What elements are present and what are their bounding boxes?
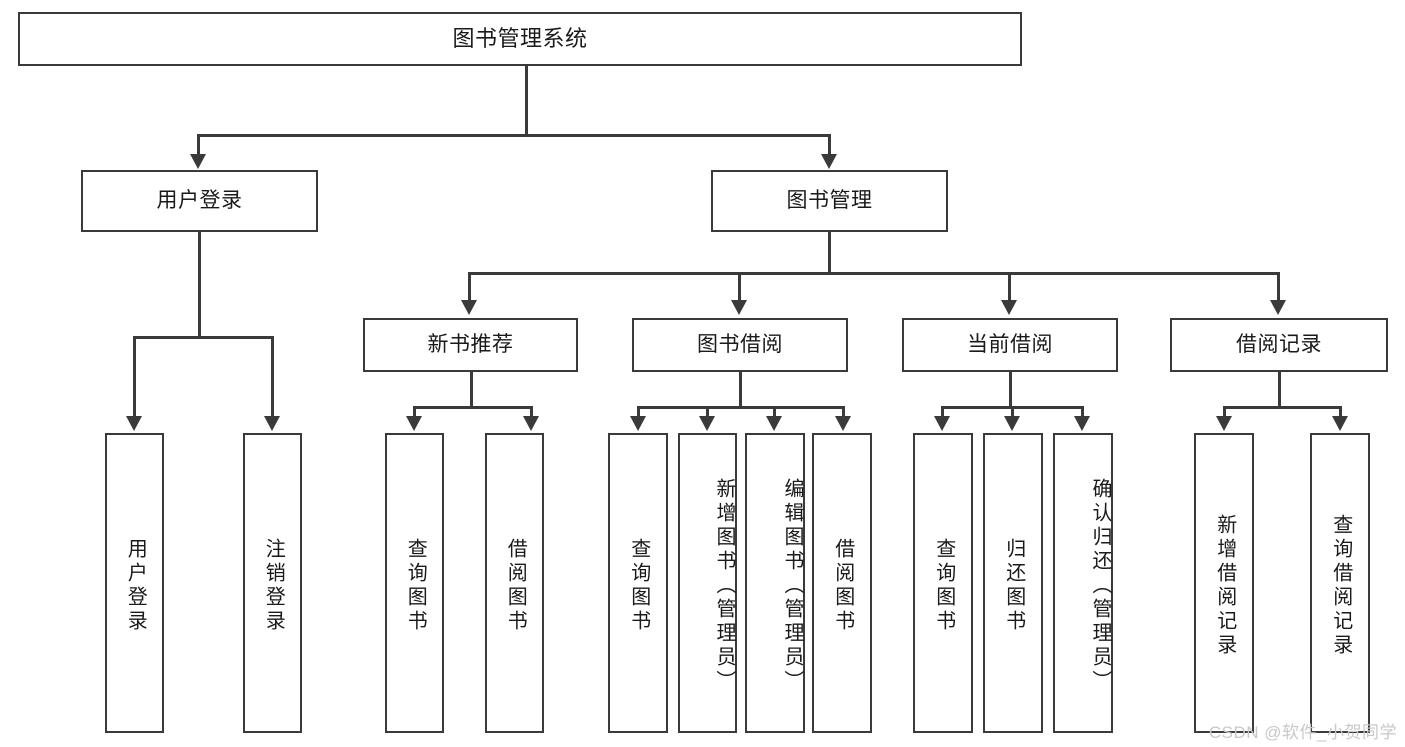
arrow-to-leaf-query-record bbox=[1332, 416, 1348, 431]
leaf-user-login[interactable]: 用户登录 bbox=[105, 433, 164, 733]
node-book-manage[interactable]: 图书管理 bbox=[711, 170, 948, 232]
leaf-query-book-3[interactable]: 查询图书 bbox=[913, 433, 973, 733]
leaf-add-book-admin[interactable]: 新增图书（管理员） bbox=[678, 433, 737, 733]
arrow-to-leaf-add-book bbox=[699, 416, 715, 431]
leaf-edit-book-admin[interactable]: 编辑图书（管理员） bbox=[745, 433, 805, 733]
connector-book-manage-to-new-book bbox=[468, 272, 471, 302]
connector-book-manage-to-borrow-record bbox=[1277, 272, 1280, 302]
leaf-query-book-2[interactable]: 查询图书 bbox=[608, 433, 668, 733]
connector-book-borrow-to-leaf1 bbox=[637, 406, 640, 418]
connector-root-stem bbox=[525, 66, 528, 134]
arrow-to-leaf-query-book-1 bbox=[406, 416, 422, 431]
leaf-borrow-book-1[interactable]: 借阅图书 bbox=[485, 433, 544, 733]
connector-new-book-bus bbox=[413, 406, 530, 409]
connector-borrow-record-stem bbox=[1278, 372, 1281, 406]
node-borrow-record[interactable]: 借阅记录 bbox=[1170, 318, 1388, 372]
arrow-to-leaf-edit-book bbox=[766, 416, 782, 431]
arrow-to-current-borrow bbox=[1001, 300, 1017, 315]
connector-user-login-bus bbox=[133, 336, 271, 339]
connector-user-login-stem bbox=[198, 232, 201, 336]
node-book-borrow[interactable]: 图书借阅 bbox=[632, 318, 848, 372]
arrow-to-borrow-record bbox=[1270, 300, 1286, 315]
connector-user-login-to-leaf2 bbox=[271, 336, 274, 418]
connector-borrow-record-to-leaf1 bbox=[1223, 406, 1226, 418]
arrow-to-new-book-rec bbox=[461, 300, 477, 315]
arrow-to-leaf-return-book bbox=[1004, 416, 1020, 431]
leaf-query-record[interactable]: 查询借阅记录 bbox=[1310, 433, 1370, 733]
connector-book-manage-bus bbox=[468, 272, 1280, 275]
connector-book-manage-to-book-borrow bbox=[738, 272, 741, 302]
arrow-to-leaf-borrow-book-1 bbox=[523, 416, 539, 431]
arrow-to-leaf-logout bbox=[264, 416, 280, 431]
arrow-to-leaf-add-record bbox=[1216, 416, 1232, 431]
arrow-to-leaf-query-book-2 bbox=[630, 416, 646, 431]
leaf-query-book-1[interactable]: 查询图书 bbox=[385, 433, 444, 733]
connector-book-manage-to-current-borrow bbox=[1008, 272, 1011, 302]
arrow-to-leaf-query-book-3 bbox=[934, 416, 950, 431]
arrow-to-user-login bbox=[190, 154, 206, 169]
node-user-login[interactable]: 用户登录 bbox=[81, 170, 318, 232]
connector-user-login-to-leaf1 bbox=[133, 336, 136, 418]
connector-current-borrow-stem bbox=[1009, 372, 1012, 406]
leaf-borrow-book-2[interactable]: 借阅图书 bbox=[812, 433, 872, 733]
node-current-borrow[interactable]: 当前借阅 bbox=[902, 318, 1118, 372]
connector-root-to-user-login bbox=[197, 134, 200, 156]
connector-book-borrow-to-leaf2 bbox=[706, 406, 709, 418]
leaf-logout[interactable]: 注销登录 bbox=[243, 433, 302, 733]
connector-current-borrow-to-leaf2 bbox=[1011, 406, 1014, 418]
leaf-return-book[interactable]: 归还图书 bbox=[983, 433, 1043, 733]
connector-book-borrow-bus bbox=[637, 406, 842, 409]
connector-root-bus bbox=[197, 134, 830, 137]
watermark-text: CSDN @软件_小贺同学 bbox=[1208, 723, 1397, 742]
leaf-add-record[interactable]: 新增借阅记录 bbox=[1194, 433, 1254, 733]
connector-new-book-to-leaf2 bbox=[530, 406, 533, 418]
connector-current-borrow-to-leaf1 bbox=[941, 406, 944, 418]
connector-borrow-record-to-leaf2 bbox=[1339, 406, 1342, 418]
connector-borrow-record-bus bbox=[1223, 406, 1339, 409]
connector-book-manage-stem bbox=[828, 232, 831, 272]
arrow-to-book-manage bbox=[821, 154, 837, 169]
connector-book-borrow-to-leaf4 bbox=[842, 406, 845, 418]
arrow-to-leaf-user-login bbox=[126, 416, 142, 431]
connector-new-book-stem bbox=[470, 372, 473, 406]
arrow-to-book-borrow bbox=[731, 300, 747, 315]
arrow-to-leaf-confirm-return bbox=[1074, 416, 1090, 431]
connector-root-to-book-manage bbox=[828, 134, 831, 156]
connector-current-borrow-to-leaf3 bbox=[1081, 406, 1084, 418]
connector-new-book-to-leaf1 bbox=[413, 406, 416, 418]
connector-book-borrow-stem bbox=[739, 372, 742, 406]
arrow-to-leaf-borrow-book-2 bbox=[835, 416, 851, 431]
node-root-system[interactable]: 图书管理系统 bbox=[18, 12, 1022, 66]
connector-book-borrow-to-leaf3 bbox=[773, 406, 776, 418]
node-new-book-rec[interactable]: 新书推荐 bbox=[363, 318, 578, 372]
leaf-confirm-return-admin[interactable]: 确认归还（管理员） bbox=[1053, 433, 1113, 733]
